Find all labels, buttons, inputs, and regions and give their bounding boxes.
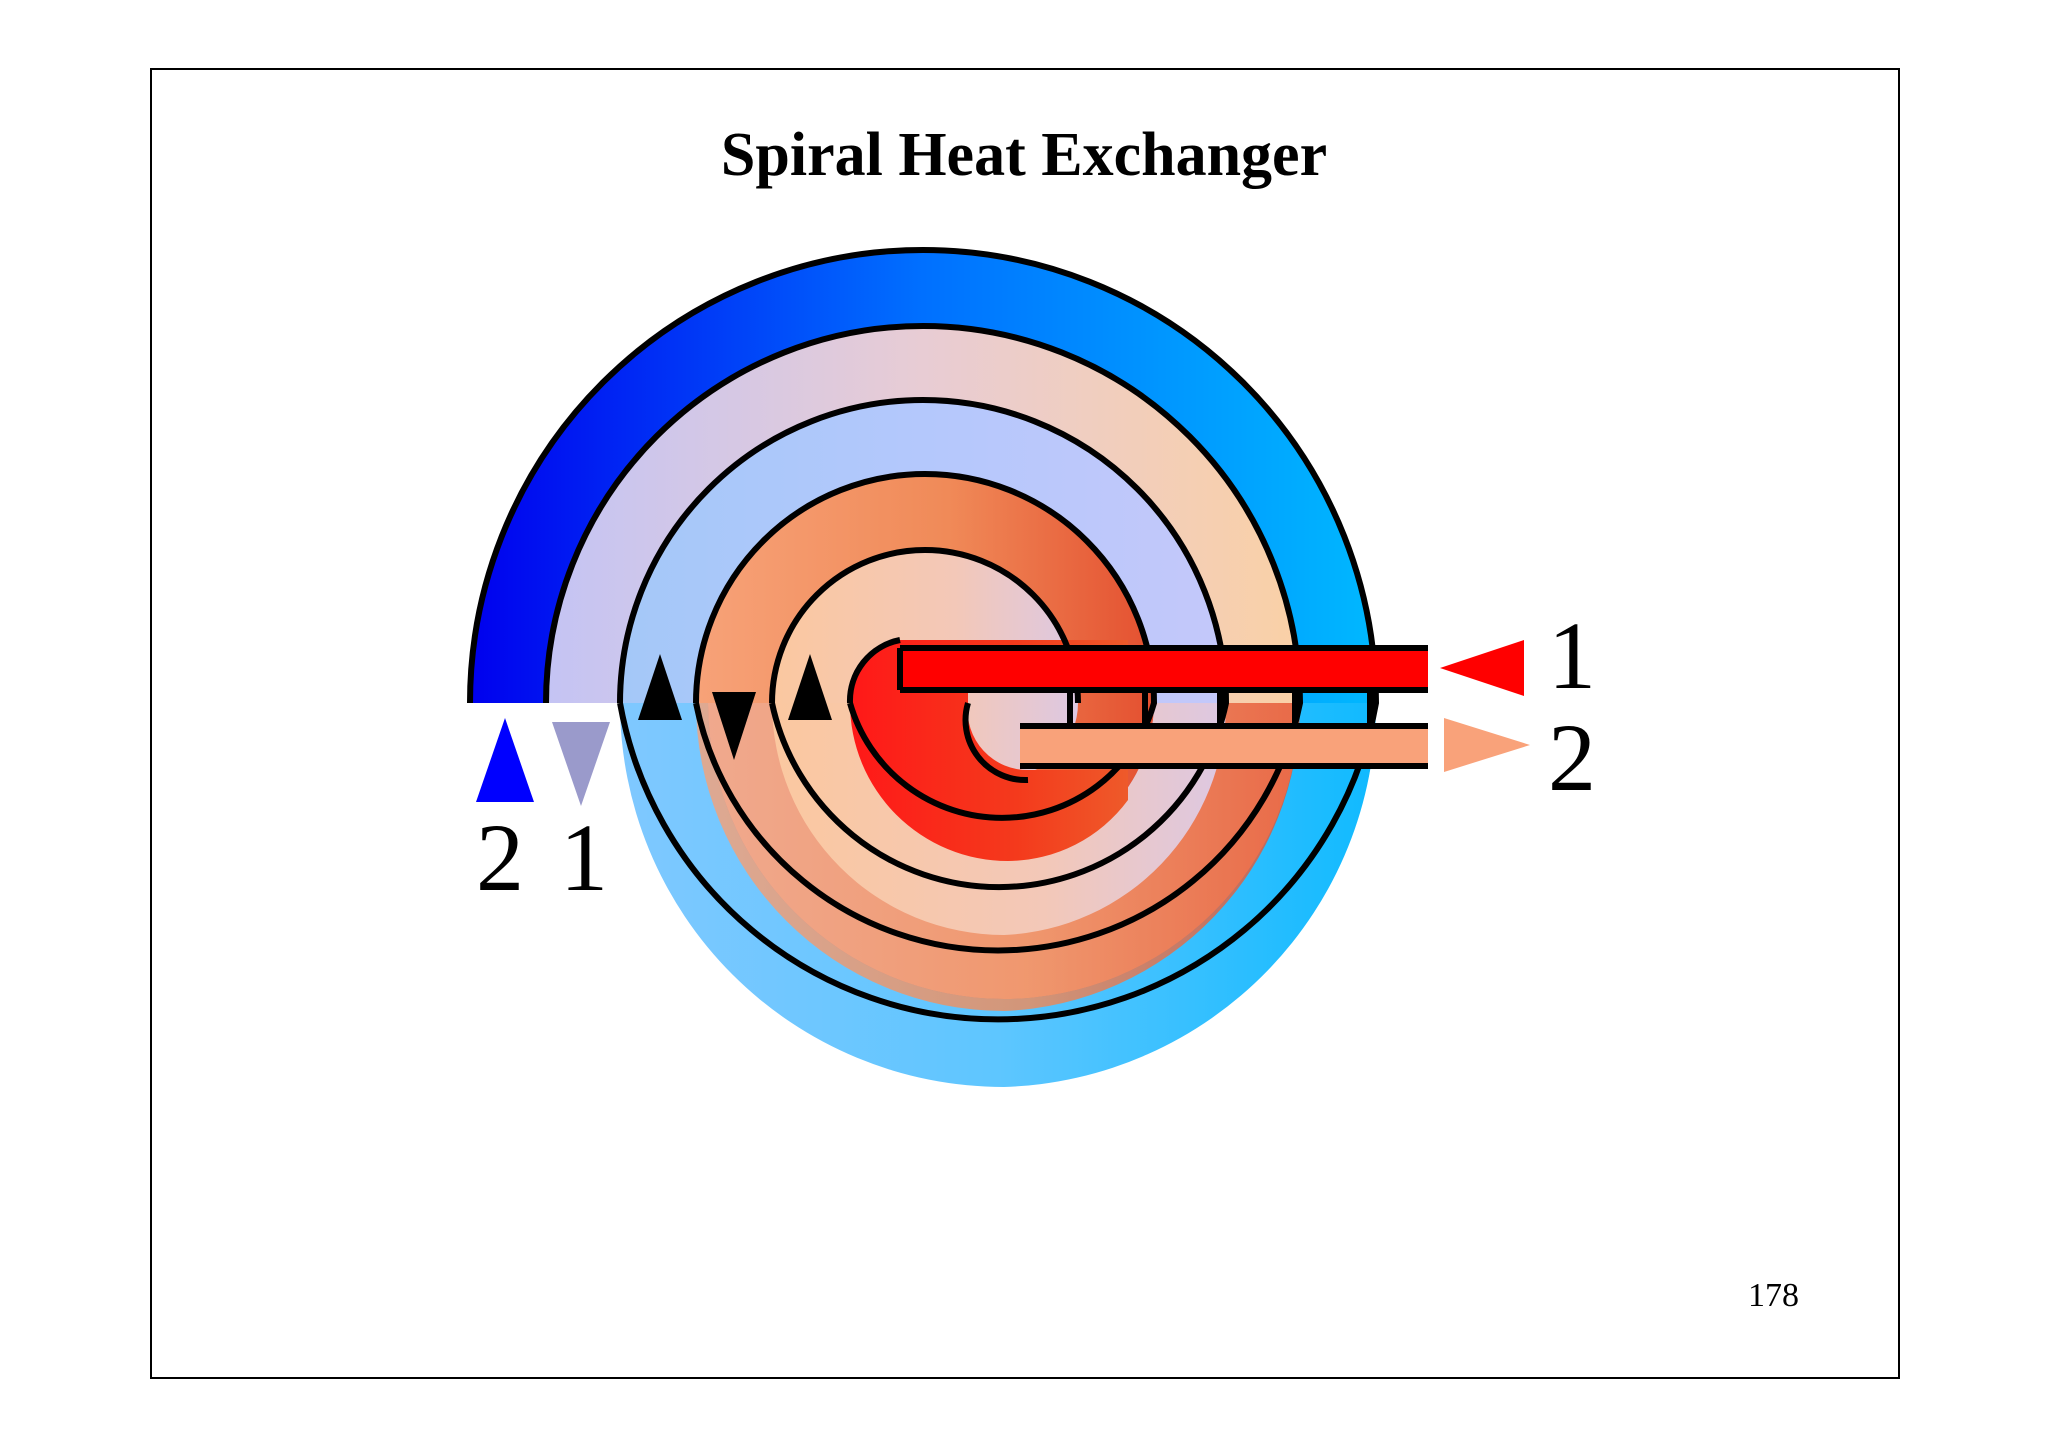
flow-arrow-up-icon bbox=[788, 654, 832, 720]
wall-core-inner bbox=[962, 702, 1029, 784]
warm-outlet-pipe bbox=[1020, 723, 1428, 769]
wall-2 bbox=[543, 323, 1304, 954]
fluid-1-outlet-arrow-icon bbox=[552, 722, 610, 806]
flow-arrow-down-icon bbox=[712, 692, 756, 760]
orange-ring-bottom bbox=[696, 703, 1301, 1011]
pipe-wall-stubs bbox=[1067, 692, 1373, 724]
outlet-label-fluid-2: 2 bbox=[476, 804, 524, 911]
flow-arrows bbox=[638, 654, 832, 760]
fluid-2-outlet-arrow-icon bbox=[476, 718, 534, 802]
wall-5 bbox=[769, 547, 1081, 704]
port-label-fluid-2: 2 bbox=[1548, 704, 1596, 811]
wall-4 bbox=[693, 471, 1158, 821]
peach-ring-bottom bbox=[772, 703, 1227, 935]
fluid-2-outlet-right-arrow-icon bbox=[1444, 718, 1530, 772]
fluid-1-inlet-arrow-icon bbox=[1440, 640, 1524, 696]
blue-ring bbox=[620, 703, 1376, 1087]
hot-inlet-pipe bbox=[897, 645, 1428, 693]
spiral-walls bbox=[467, 247, 1380, 1023]
outlet-label-fluid-1: 1 bbox=[560, 804, 608, 911]
wall-3 bbox=[617, 397, 1230, 891]
wall-core bbox=[846, 637, 901, 704]
flow-arrow-up-icon bbox=[638, 654, 682, 720]
slide-title: Spiral Heat Exchanger bbox=[720, 121, 1328, 189]
page-number: 178 bbox=[1748, 1277, 1799, 1314]
port-label-fluid-1: 1 bbox=[1548, 602, 1596, 709]
wall-outer bbox=[467, 247, 1380, 1023]
